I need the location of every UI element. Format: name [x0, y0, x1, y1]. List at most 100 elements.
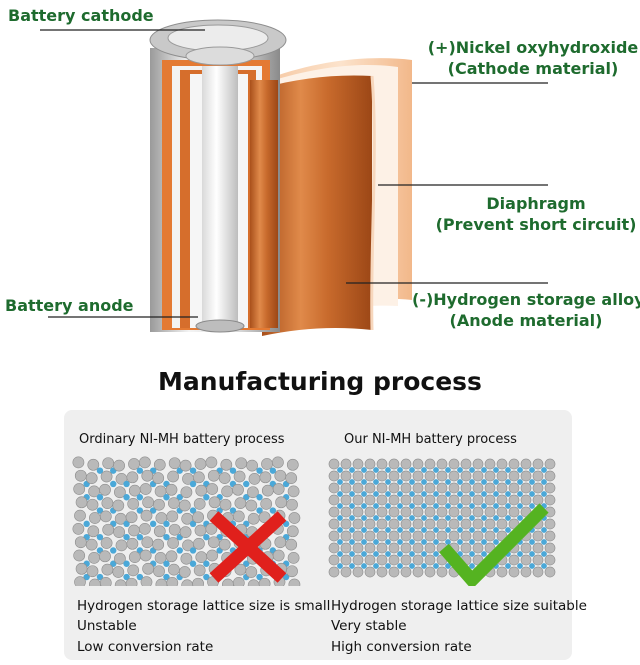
hydrogen-atom [337, 527, 343, 533]
metal-atom [100, 537, 113, 549]
metal-atom [140, 509, 153, 522]
metal-atom [520, 542, 532, 554]
metal-atom [102, 457, 115, 470]
metal-atom [72, 456, 85, 469]
metal-atom [496, 470, 508, 482]
metal-atom [340, 482, 352, 494]
hydrogen-atom [409, 467, 415, 473]
metal-atom [388, 518, 400, 530]
hydrogen-atom [136, 467, 144, 474]
metal-atom [178, 499, 191, 512]
hydrogen-atom [397, 491, 403, 497]
metal-atom [544, 458, 556, 470]
metal-atom [113, 459, 125, 472]
metal-atom [328, 470, 340, 482]
metal-atom [99, 483, 111, 496]
hydrogen-atom [136, 494, 144, 501]
metal-atom [412, 542, 424, 554]
metal-atom [100, 470, 113, 483]
hydrogen-atom [541, 479, 547, 485]
metal-atom [412, 554, 424, 566]
metal-atom [112, 566, 125, 578]
metal-atom [388, 494, 400, 506]
metal-atom [520, 470, 532, 482]
nickel-oxyhydroxide-line2: (Cathode material) [447, 59, 619, 78]
metal-atom [86, 498, 99, 511]
metal-atom [448, 494, 460, 506]
hydrogen-atom [541, 491, 547, 497]
hydrogen-atom [243, 560, 250, 567]
hydrogen-atom [361, 515, 367, 521]
metal-atom [139, 483, 152, 495]
metal-atom [99, 550, 111, 563]
ours-line-2: Very stable [331, 618, 407, 634]
metal-atom [496, 482, 508, 494]
metal-atom [328, 554, 340, 566]
hydrogen-atom [256, 467, 263, 474]
metal-atom [376, 458, 388, 470]
metal-atom [532, 542, 544, 554]
nickel-oxyhydroxide-label: (+)Nickel oxyhydroxide (Cathode material… [426, 37, 640, 79]
metal-atom [328, 518, 340, 530]
metal-atom [258, 511, 271, 524]
hydrogen-atom [421, 515, 427, 521]
hydrogen-atom [445, 467, 451, 473]
hydrogen-atom [493, 515, 499, 521]
metal-atom [206, 549, 219, 562]
metal-atom [364, 494, 376, 506]
hydrogen-atom [493, 527, 499, 533]
hydrogen-atom [529, 503, 535, 509]
hydrogen-atom [203, 533, 210, 541]
metal-atom [340, 518, 352, 530]
metal-atom [448, 458, 460, 470]
metal-atom [400, 506, 412, 518]
metal-atom [166, 577, 179, 586]
hydrogen-atom [397, 503, 403, 509]
metal-atom [233, 470, 246, 483]
metal-atom [245, 566, 258, 578]
metal-atom [448, 482, 460, 494]
hydrogen-atom [229, 507, 237, 514]
ordinary-process-heading: Ordinary NI-MH battery process [79, 432, 285, 447]
metal-atom [178, 566, 191, 578]
metal-atom [88, 552, 100, 564]
hydrogen-atom [493, 479, 499, 485]
metal-atom [544, 566, 556, 578]
hydrogen-atom [349, 563, 355, 569]
hydrogen-atom [373, 527, 379, 533]
hydrogen-atom [433, 563, 439, 569]
metal-atom [436, 530, 448, 542]
hydrogen-atom [421, 539, 427, 545]
metal-atom [73, 549, 86, 562]
metal-atom [193, 537, 205, 550]
metal-atom [127, 564, 140, 577]
hydrogen-atom [337, 491, 343, 497]
metal-atom [496, 506, 508, 518]
metal-atom [74, 469, 87, 482]
metal-atom [260, 498, 273, 510]
hydrogen-atom [445, 527, 451, 533]
hydrogen-atom [256, 573, 263, 581]
metal-atom [340, 470, 352, 482]
metal-atom [219, 498, 232, 511]
metal-atom [167, 470, 179, 483]
metal-atom [424, 482, 436, 494]
hydrogen-atom [505, 503, 511, 509]
metal-atom [274, 536, 287, 549]
metal-atom [364, 470, 376, 482]
hydrogen-atom [361, 563, 367, 569]
metal-atom [412, 518, 424, 530]
metal-atom [364, 566, 376, 578]
hydrogen-atom [541, 551, 547, 557]
metal-atom [532, 482, 544, 494]
hydrogen-atom [529, 479, 535, 485]
hydrogen-atom [397, 515, 403, 521]
hydrogen-atom [421, 479, 427, 485]
metal-atom [274, 469, 287, 482]
metal-atom [287, 485, 300, 498]
hydrogen-atom [409, 503, 415, 509]
metal-atom [388, 506, 400, 518]
hydrogen-atom [349, 467, 355, 473]
hydrogen-atom [373, 539, 379, 545]
metal-atom [221, 485, 233, 498]
